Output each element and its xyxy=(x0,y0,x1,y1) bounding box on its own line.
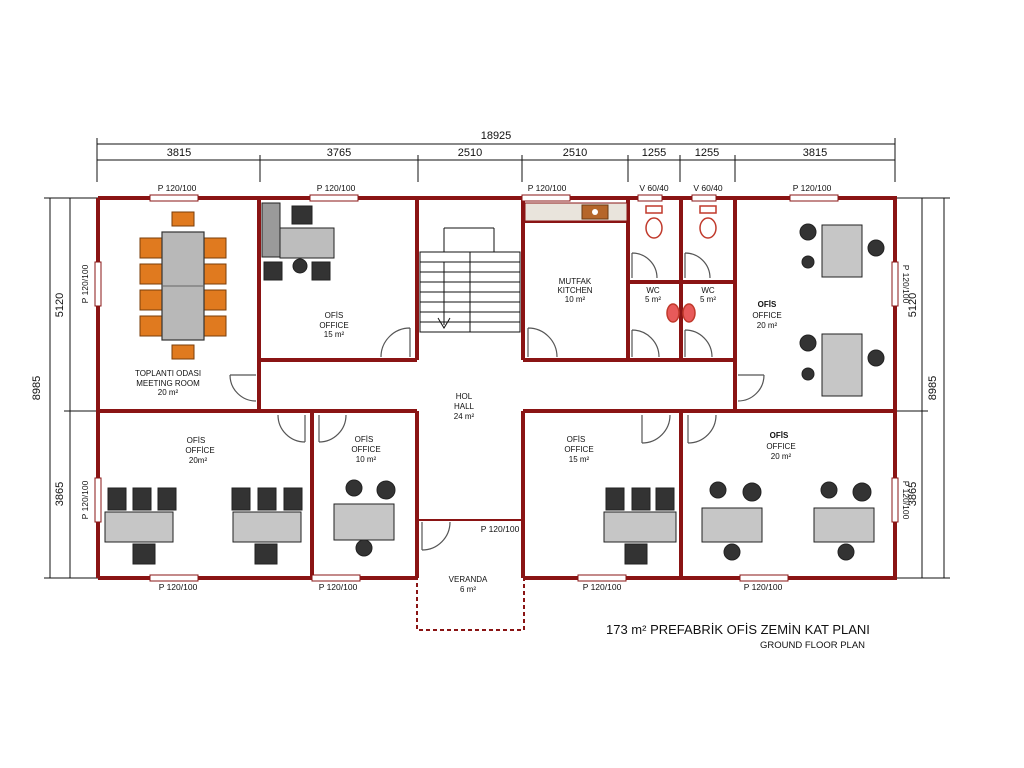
veranda-name: VERANDA xyxy=(449,575,488,584)
office-bl-area: 20m² xyxy=(189,456,208,465)
window-label-left-1: P 120/100 xyxy=(80,264,90,303)
office-br1-name-tr: OFİS xyxy=(567,435,586,444)
window-label-veranda: P 120/100 xyxy=(481,524,520,534)
window-label-bottom-4: P 120/100 xyxy=(744,582,783,592)
office-bm-name-tr: OFİS xyxy=(355,435,374,444)
meeting-room-name-en: MEETING ROOM xyxy=(136,379,200,388)
office-br1-name-en: OFFICE xyxy=(564,445,593,454)
dim-seg-5: 1255 xyxy=(642,147,666,159)
dim-left-1: 5120 xyxy=(54,293,66,317)
veranda-area: 6 m² xyxy=(460,585,476,594)
meeting-table-set xyxy=(139,211,227,360)
office-bl-name-tr: OFİS xyxy=(187,436,206,445)
office-br1-area: 15 m² xyxy=(569,455,590,464)
dim-seg-7: 3815 xyxy=(803,147,827,159)
office-bm-area: 10 m² xyxy=(356,455,377,464)
office-tl-name-tr: OFİS xyxy=(325,311,344,320)
office-tl-name-en: OFFICE xyxy=(319,321,348,330)
dim-seg-1: 3815 xyxy=(167,147,191,159)
window-label-right-2: P 120/100 xyxy=(901,481,911,520)
wc2-area: 5 m² xyxy=(700,295,716,304)
window-label-bottom-2: P 120/100 xyxy=(319,582,358,592)
window-label-bottom-1: P 120/100 xyxy=(159,582,198,592)
windows xyxy=(94,194,899,582)
wc-fixtures xyxy=(645,205,717,323)
dim-seg-6: 1255 xyxy=(695,147,719,159)
office-bm-name-en: OFFICE xyxy=(351,445,380,454)
window-label-top-4: V 60/40 xyxy=(639,183,669,193)
window-label-top-1: P 120/100 xyxy=(158,183,197,193)
wc2-name: WC xyxy=(701,286,715,295)
room-labels: TOPLANTI ODASI MEETING ROOM 20 m² OFİS O… xyxy=(135,277,796,594)
kitchen-name-tr: MUTFAK xyxy=(559,277,592,286)
dim-seg-2: 3765 xyxy=(327,147,351,159)
kitchen-area: 10 m² xyxy=(565,295,586,304)
office-br2-name-tr: OFİS xyxy=(770,431,789,440)
office-tr-name-en: OFFICE xyxy=(752,311,781,320)
dim-seg-4: 2510 xyxy=(563,147,587,159)
dimension-lines xyxy=(44,138,950,579)
window-label-right-1: P 120/100 xyxy=(901,265,911,304)
wc1-area: 5 m² xyxy=(645,295,661,304)
window-label-bottom-3: P 120/100 xyxy=(583,582,622,592)
plan-subtitle: GROUND FLOOR PLAN xyxy=(760,640,866,651)
window-label-top-2: P 120/100 xyxy=(317,183,356,193)
office-tr-area: 20 m² xyxy=(757,321,778,330)
plan-title: 173 m² PREFABRİK OFİS ZEMİN KAT PLANI xyxy=(606,622,870,637)
dim-total: 18925 xyxy=(481,130,512,142)
window-labels: P 120/100 P 120/100 P 120/100 V 60/40 V … xyxy=(80,183,911,592)
window-label-top-6: P 120/100 xyxy=(793,183,832,193)
dim-right-2: 3865 xyxy=(907,482,919,506)
office-tl-area: 15 m² xyxy=(324,330,345,339)
office-br2-area: 20 m² xyxy=(771,452,792,461)
hall-area: 24 m² xyxy=(454,412,475,421)
kitchen-counter xyxy=(524,202,628,222)
dim-right-total: 8985 xyxy=(927,376,939,400)
hall-name-tr: HOL xyxy=(456,392,473,401)
staircase xyxy=(419,227,521,333)
wc1-name: WC xyxy=(646,286,660,295)
dim-seg-3: 2510 xyxy=(458,147,482,159)
doors xyxy=(229,252,765,551)
office-bl-name-en: OFFİCE xyxy=(185,446,214,455)
dim-left-2: 3865 xyxy=(54,482,66,506)
hall-name-en: HALL xyxy=(454,402,475,411)
kitchen-name-en: KITCHEN xyxy=(557,286,592,295)
dim-left-total: 8985 xyxy=(31,376,43,400)
window-label-top-5: V 60/40 xyxy=(693,183,723,193)
office-furniture xyxy=(104,202,885,565)
window-label-left-2: P 120/100 xyxy=(80,480,90,519)
meeting-room-name-tr: TOPLANTI ODASI xyxy=(135,369,201,378)
dim-right-1: 5120 xyxy=(907,293,919,317)
meeting-room-area: 20 m² xyxy=(158,388,179,397)
office-br2-name-en: OFFICE xyxy=(766,442,795,451)
window-label-top-3: P 120/100 xyxy=(528,183,567,193)
office-tr-name-tr: OFİS xyxy=(758,300,777,309)
dimension-labels: 18925 3815 3765 2510 2510 1255 1255 3815… xyxy=(31,130,939,506)
veranda-outline xyxy=(416,519,525,631)
